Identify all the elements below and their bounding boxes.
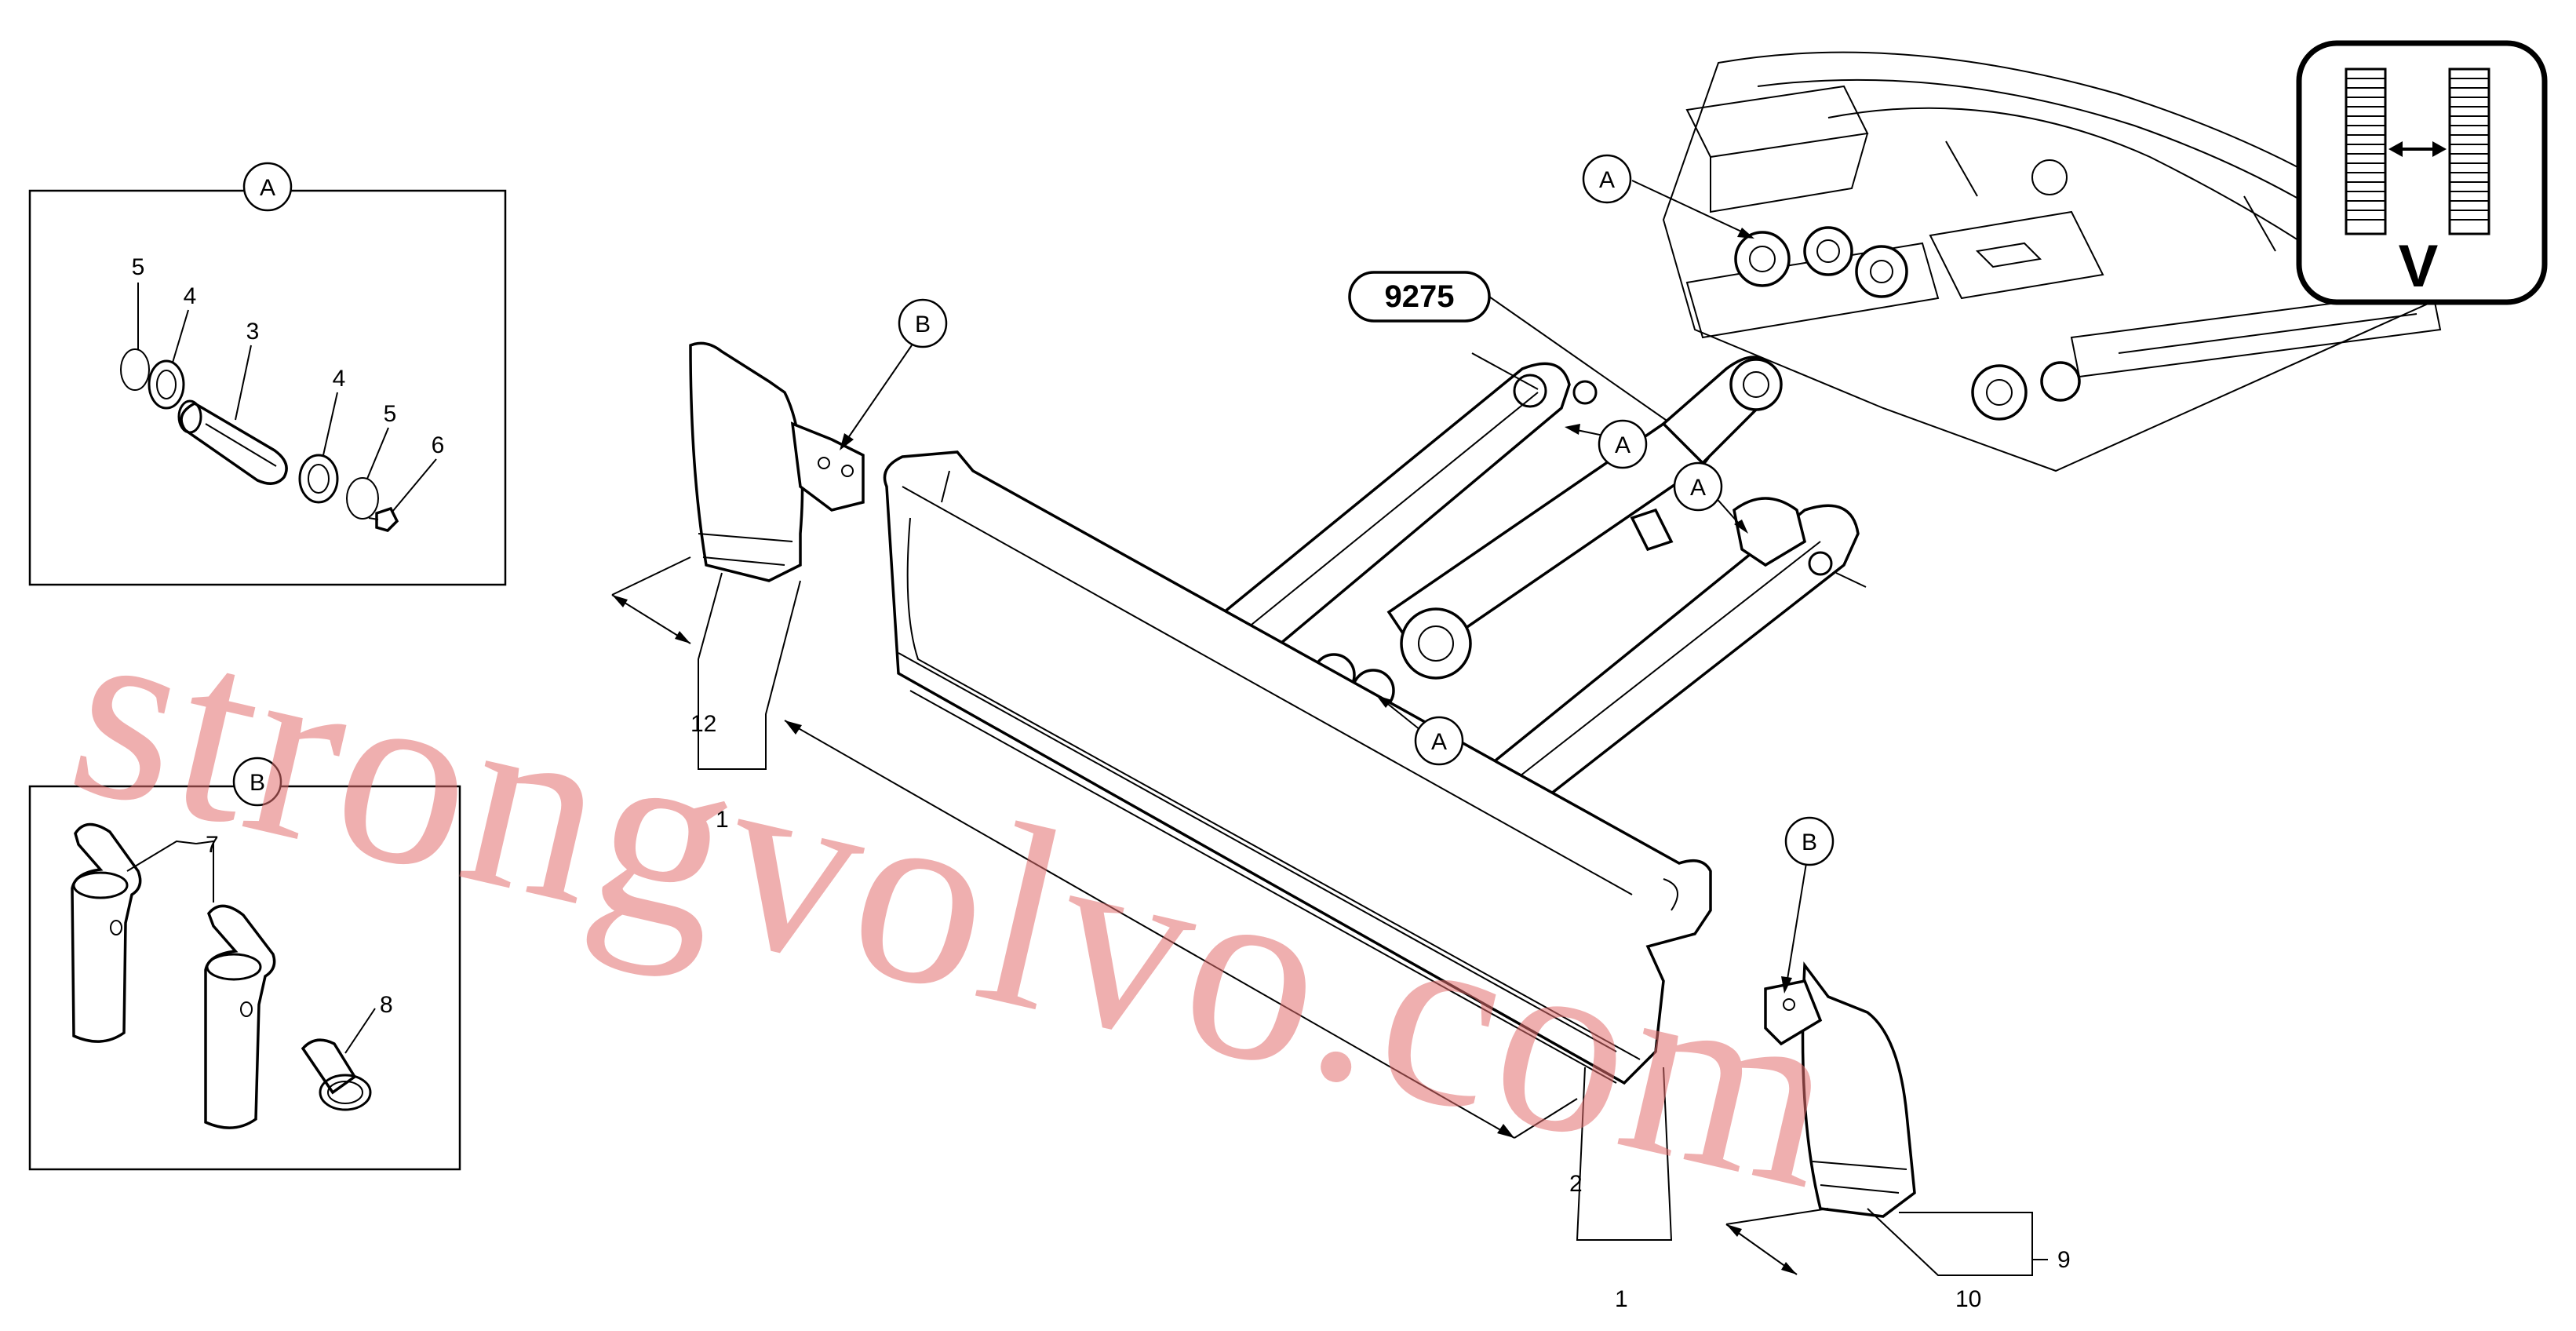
dozer-blade <box>883 450 1712 1085</box>
undercarriage-frame <box>1662 51 2442 472</box>
callout-bubble-a4: A <box>1376 695 1464 766</box>
main-leaders <box>698 572 2048 1276</box>
track-icon-right <box>2448 67 2490 235</box>
callout-bubble-a2: A <box>1565 419 1648 469</box>
retaining-ring <box>301 1038 372 1111</box>
view-badge: V <box>2296 40 2548 305</box>
panel-b-label: B <box>250 770 265 796</box>
svg-text:B: B <box>1802 830 1817 855</box>
hook-pin-right <box>204 904 276 1129</box>
part-num-1b: 1 <box>1615 1286 1628 1312</box>
end-bit-left <box>689 341 865 582</box>
svg-text:A: A <box>1690 475 1706 501</box>
part-num-5b: 5 <box>384 401 397 427</box>
grease-nipple <box>368 506 399 532</box>
svg-text:A: A <box>1431 729 1447 755</box>
detail-panel-b: B 7 8 <box>28 757 461 1171</box>
part-num-4a: 4 <box>184 283 197 309</box>
callout-bubble-a3: A <box>1673 461 1748 534</box>
track-icon-left <box>2345 67 2387 235</box>
washer-right <box>298 454 339 504</box>
detail-panel-a: A 5 4 3 4 5 6 <box>28 162 507 586</box>
panel-a-label: A <box>260 175 275 201</box>
part-num-5a: 5 <box>132 254 145 280</box>
reference-label-text: 9275 <box>1385 279 1455 314</box>
part-num-4b: 4 <box>333 366 346 392</box>
reference-label: 9275 <box>1348 271 1672 425</box>
dimension-lines <box>611 556 1829 1275</box>
callout-bubble-a1: A <box>1582 154 1754 239</box>
svg-text:A: A <box>1599 167 1615 193</box>
pin <box>177 399 288 485</box>
hook-pin-left <box>71 822 142 1043</box>
part-num-1a: 1 <box>716 807 729 833</box>
svg-text:B: B <box>915 312 931 337</box>
end-bit-right <box>1764 961 1916 1218</box>
part-num-3: 3 <box>246 319 260 345</box>
svg-text:A: A <box>1615 432 1630 458</box>
callout-bubble-b1: B <box>840 298 948 450</box>
part-num-8: 8 <box>380 992 393 1018</box>
part-num-12: 12 <box>690 711 716 737</box>
part-num-9: 9 <box>2057 1247 2071 1273</box>
part-num-10: 10 <box>1955 1286 1981 1312</box>
circlip-right <box>346 477 379 520</box>
width-arrow-icon <box>2388 141 2447 157</box>
part-num-2: 2 <box>1569 1171 1583 1197</box>
circlip-left <box>120 348 150 391</box>
washer-left <box>148 359 185 410</box>
callout-bubble-b2: B <box>1781 816 1835 994</box>
part-num-7: 7 <box>206 832 219 858</box>
blade-arms <box>1222 352 1867 819</box>
view-badge-letter: V <box>2399 233 2439 300</box>
part-num-6: 6 <box>432 432 445 458</box>
